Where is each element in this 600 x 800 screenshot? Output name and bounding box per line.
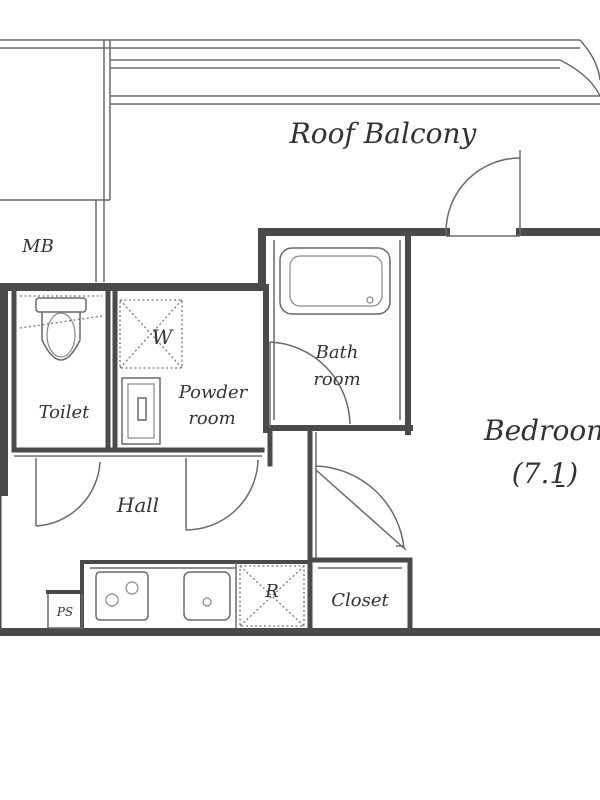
bath-room-label-line2: room bbox=[313, 369, 360, 390]
sink bbox=[121, 377, 161, 445]
balcony-door bbox=[445, 150, 521, 237]
refrigerator-label: R bbox=[264, 581, 279, 602]
toilet-fixture bbox=[19, 295, 103, 361]
bath-room-label-line1: Bath bbox=[315, 342, 359, 363]
interior-walls bbox=[11, 233, 413, 635]
powder-room-label-line1: Powder bbox=[178, 382, 249, 403]
bedroom-label-line2: (7.1̱) bbox=[512, 457, 578, 490]
powder-room-label-line2: room bbox=[188, 408, 235, 429]
mb-box bbox=[0, 199, 110, 282]
toilet-label: Toilet bbox=[39, 402, 91, 423]
washer-area bbox=[119, 299, 183, 369]
kitchen-stove bbox=[95, 571, 231, 621]
outer-walls bbox=[0, 228, 600, 636]
balcony-railing bbox=[0, 39, 600, 200]
bedroom-label-line1: Bedroom bbox=[483, 414, 600, 447]
ps-label: PS bbox=[56, 605, 73, 619]
bathtub bbox=[279, 247, 391, 315]
doors bbox=[35, 341, 407, 551]
closet-label: Closet bbox=[331, 590, 389, 611]
washer-label: W bbox=[152, 325, 174, 349]
mb-label: MB bbox=[21, 236, 54, 257]
refrigerator-space bbox=[239, 565, 305, 627]
roof-balcony-label: Roof Balcony bbox=[289, 117, 478, 150]
hall-label: Hall bbox=[116, 493, 159, 517]
